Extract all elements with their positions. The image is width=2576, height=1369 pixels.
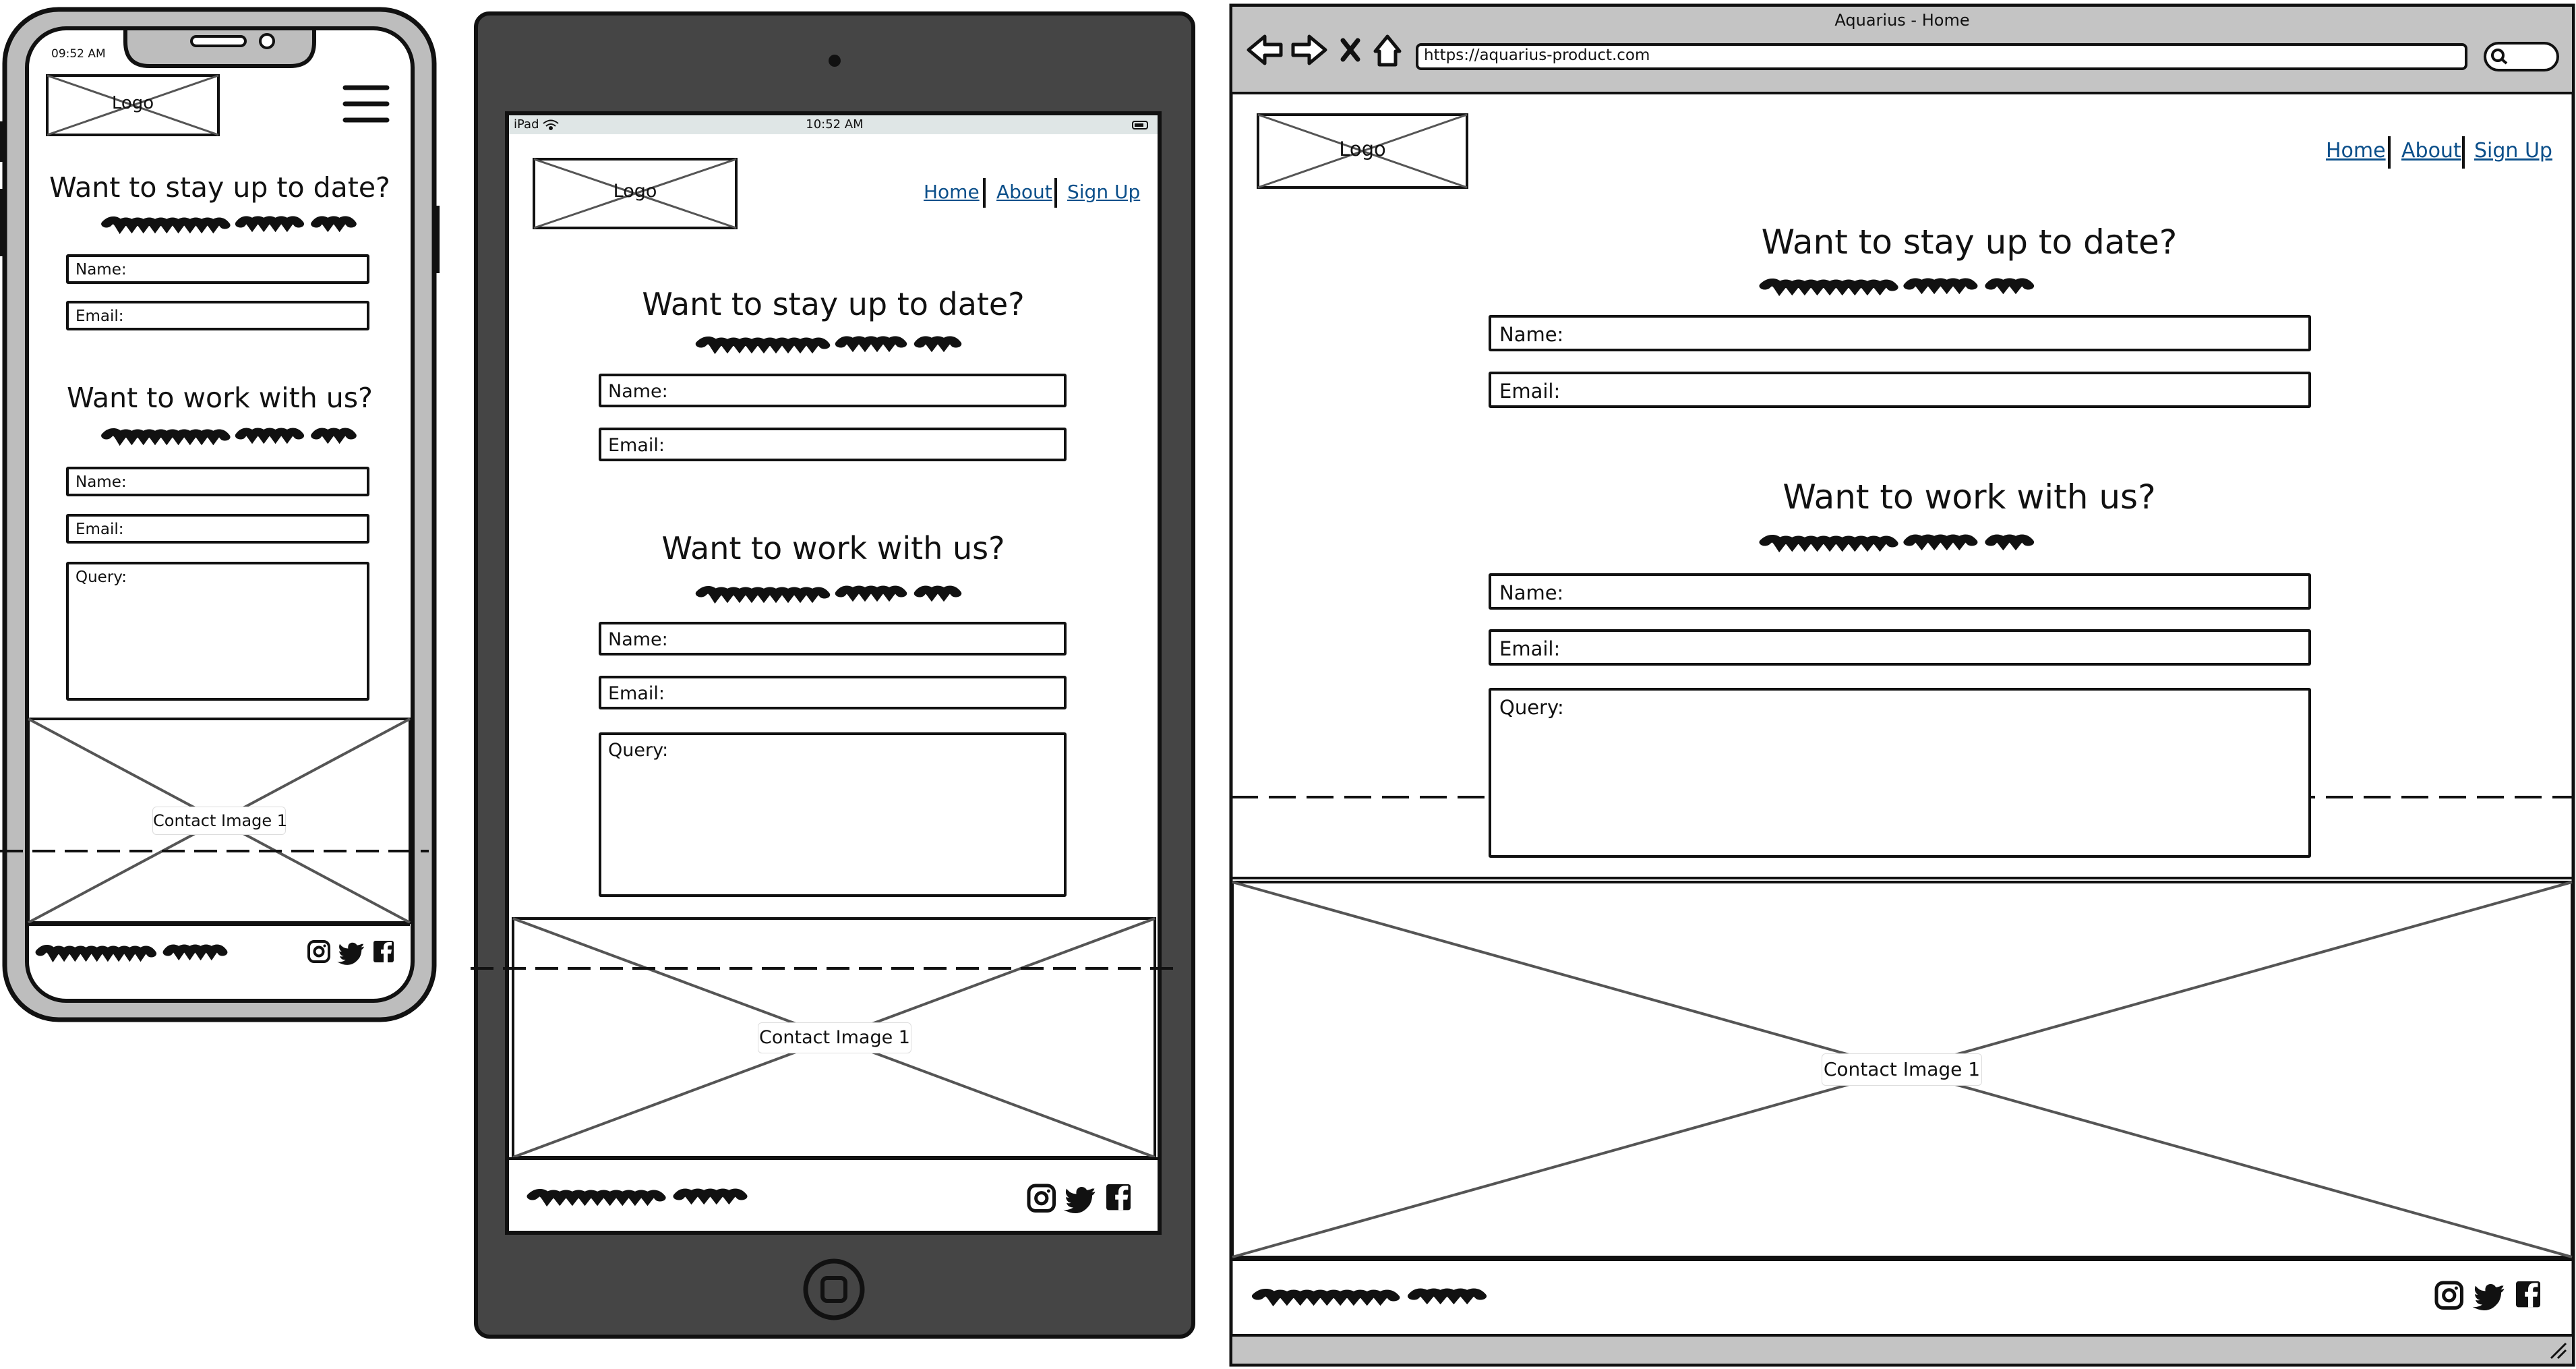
browser-stay-name-field[interactable]: Name: <box>1489 315 2311 351</box>
tablet-stay-email-label: Email: <box>608 435 665 456</box>
phone-work-email-label: Email: <box>76 521 124 538</box>
browser-work-query-label: Query: <box>1499 696 1564 719</box>
browser-nav-divider-2 <box>2462 136 2465 169</box>
tablet-stay-name-field[interactable]: Name: <box>599 374 1067 407</box>
tablet-logo-placeholder <box>533 158 738 229</box>
tablet-nav-signup-link[interactable]: Sign Up <box>1067 181 1141 203</box>
phone-stay-name-label: Name: <box>76 261 127 279</box>
search-icon[interactable] <box>2484 42 2559 71</box>
browser-nav-about-link[interactable]: About <box>2401 139 2461 163</box>
hamburger-menu-icon[interactable] <box>342 85 390 123</box>
browser-stay-heading: Want to stay up to date? <box>1761 223 2178 262</box>
browser-work-heading: Want to work with us? <box>1783 477 2156 517</box>
tablet-battery-icon <box>1132 121 1148 129</box>
back-arrow-icon[interactable] <box>1247 34 1283 65</box>
tablet-stay-name-label: Name: <box>608 381 668 402</box>
tablet-work-email-field[interactable]: Email: <box>599 676 1067 709</box>
phone-work-query-label: Query: <box>76 569 127 586</box>
tablet-work-query-label: Query: <box>608 740 669 761</box>
tablet-stay-heading: Want to stay up to date? <box>642 286 1025 322</box>
phone-status-time: 09:52 AM <box>51 47 106 61</box>
close-x-icon[interactable] <box>1340 38 1360 62</box>
tablet-nav-home-link[interactable]: Home <box>924 181 980 203</box>
tablet-stay-email-field[interactable]: Email: <box>599 428 1067 461</box>
resize-grip-icon[interactable] <box>2550 1342 2567 1360</box>
browser-url-text[interactable]: https://aquarius-product.com <box>1424 47 1650 64</box>
home-icon[interactable] <box>1373 34 1402 67</box>
tablet-work-name-field[interactable]: Name: <box>599 622 1067 656</box>
browser-nav-home-link[interactable]: Home <box>2326 139 2386 163</box>
tablet-status-time: 10:52 AM <box>806 117 864 132</box>
browser-work-email-label: Email: <box>1499 637 1561 660</box>
browser-stay-email-field[interactable]: Email: <box>1489 372 2311 408</box>
phone-logo-placeholder <box>46 74 220 136</box>
browser-stay-email-label: Email: <box>1499 380 1561 403</box>
browser-window-title: Aquarius - Home <box>1834 11 1970 30</box>
address-bar[interactable] <box>1416 43 2467 70</box>
browser-logo-label: Logo <box>1339 138 1386 161</box>
tablet-contact-image-label: Contact Image 1 <box>758 1022 911 1053</box>
browser-stay-name-label: Name: <box>1499 323 1564 346</box>
tablet-nav-about-link[interactable]: About <box>996 181 1052 203</box>
phone-work-name-field[interactable]: Name: <box>66 467 369 496</box>
tablet-wifi-icon <box>543 119 559 130</box>
browser-work-email-field[interactable]: Email: <box>1489 629 2311 666</box>
browser-work-name-label: Name: <box>1499 581 1564 604</box>
browser-nav-divider-1 <box>2388 136 2391 169</box>
tablet-work-query-field[interactable]: Query: <box>599 732 1067 897</box>
tablet-work-email-label: Email: <box>608 683 665 704</box>
forward-arrow-icon[interactable] <box>1291 34 1327 65</box>
browser-logo-placeholder <box>1257 113 1468 189</box>
tablet-facebook-icon[interactable] <box>1106 1184 1131 1211</box>
browser-contact-image-label: Contact Image 1 <box>1822 1053 1982 1086</box>
phone-stay-name-field[interactable]: Name: <box>66 254 369 284</box>
phone-stay-email-field[interactable]: Email: <box>66 301 369 330</box>
tablet-status-carrier: iPad <box>514 117 539 132</box>
tablet-work-heading: Want to work with us? <box>661 530 1005 566</box>
phone-work-name-label: Name: <box>76 473 127 491</box>
browser-work-name-field[interactable]: Name: <box>1489 573 2311 610</box>
phone-work-query-field[interactable]: Query: <box>66 562 369 701</box>
phone-logo-label: Logo <box>111 93 154 113</box>
phone-stay-heading: Want to stay up to date? <box>49 171 390 204</box>
browser-facebook-icon[interactable] <box>2516 1281 2540 1308</box>
phone-work-heading: Want to work with us? <box>67 382 373 414</box>
phone-work-email-field[interactable]: Email: <box>66 514 369 544</box>
phone-stay-email-label: Email: <box>76 308 124 325</box>
phone-contact-image-label: Contact Image 1 <box>152 807 287 835</box>
browser-nav-signup-link[interactable]: Sign Up <box>2474 139 2552 163</box>
tablet-nav-divider-1 <box>983 178 986 208</box>
phone-facebook-icon[interactable] <box>373 941 394 962</box>
tablet-logo-label: Logo <box>613 181 657 202</box>
tablet-nav-divider-2 <box>1054 178 1057 208</box>
browser-work-query-field[interactable]: Query: <box>1489 688 2311 858</box>
tablet-work-name-label: Name: <box>608 629 668 650</box>
